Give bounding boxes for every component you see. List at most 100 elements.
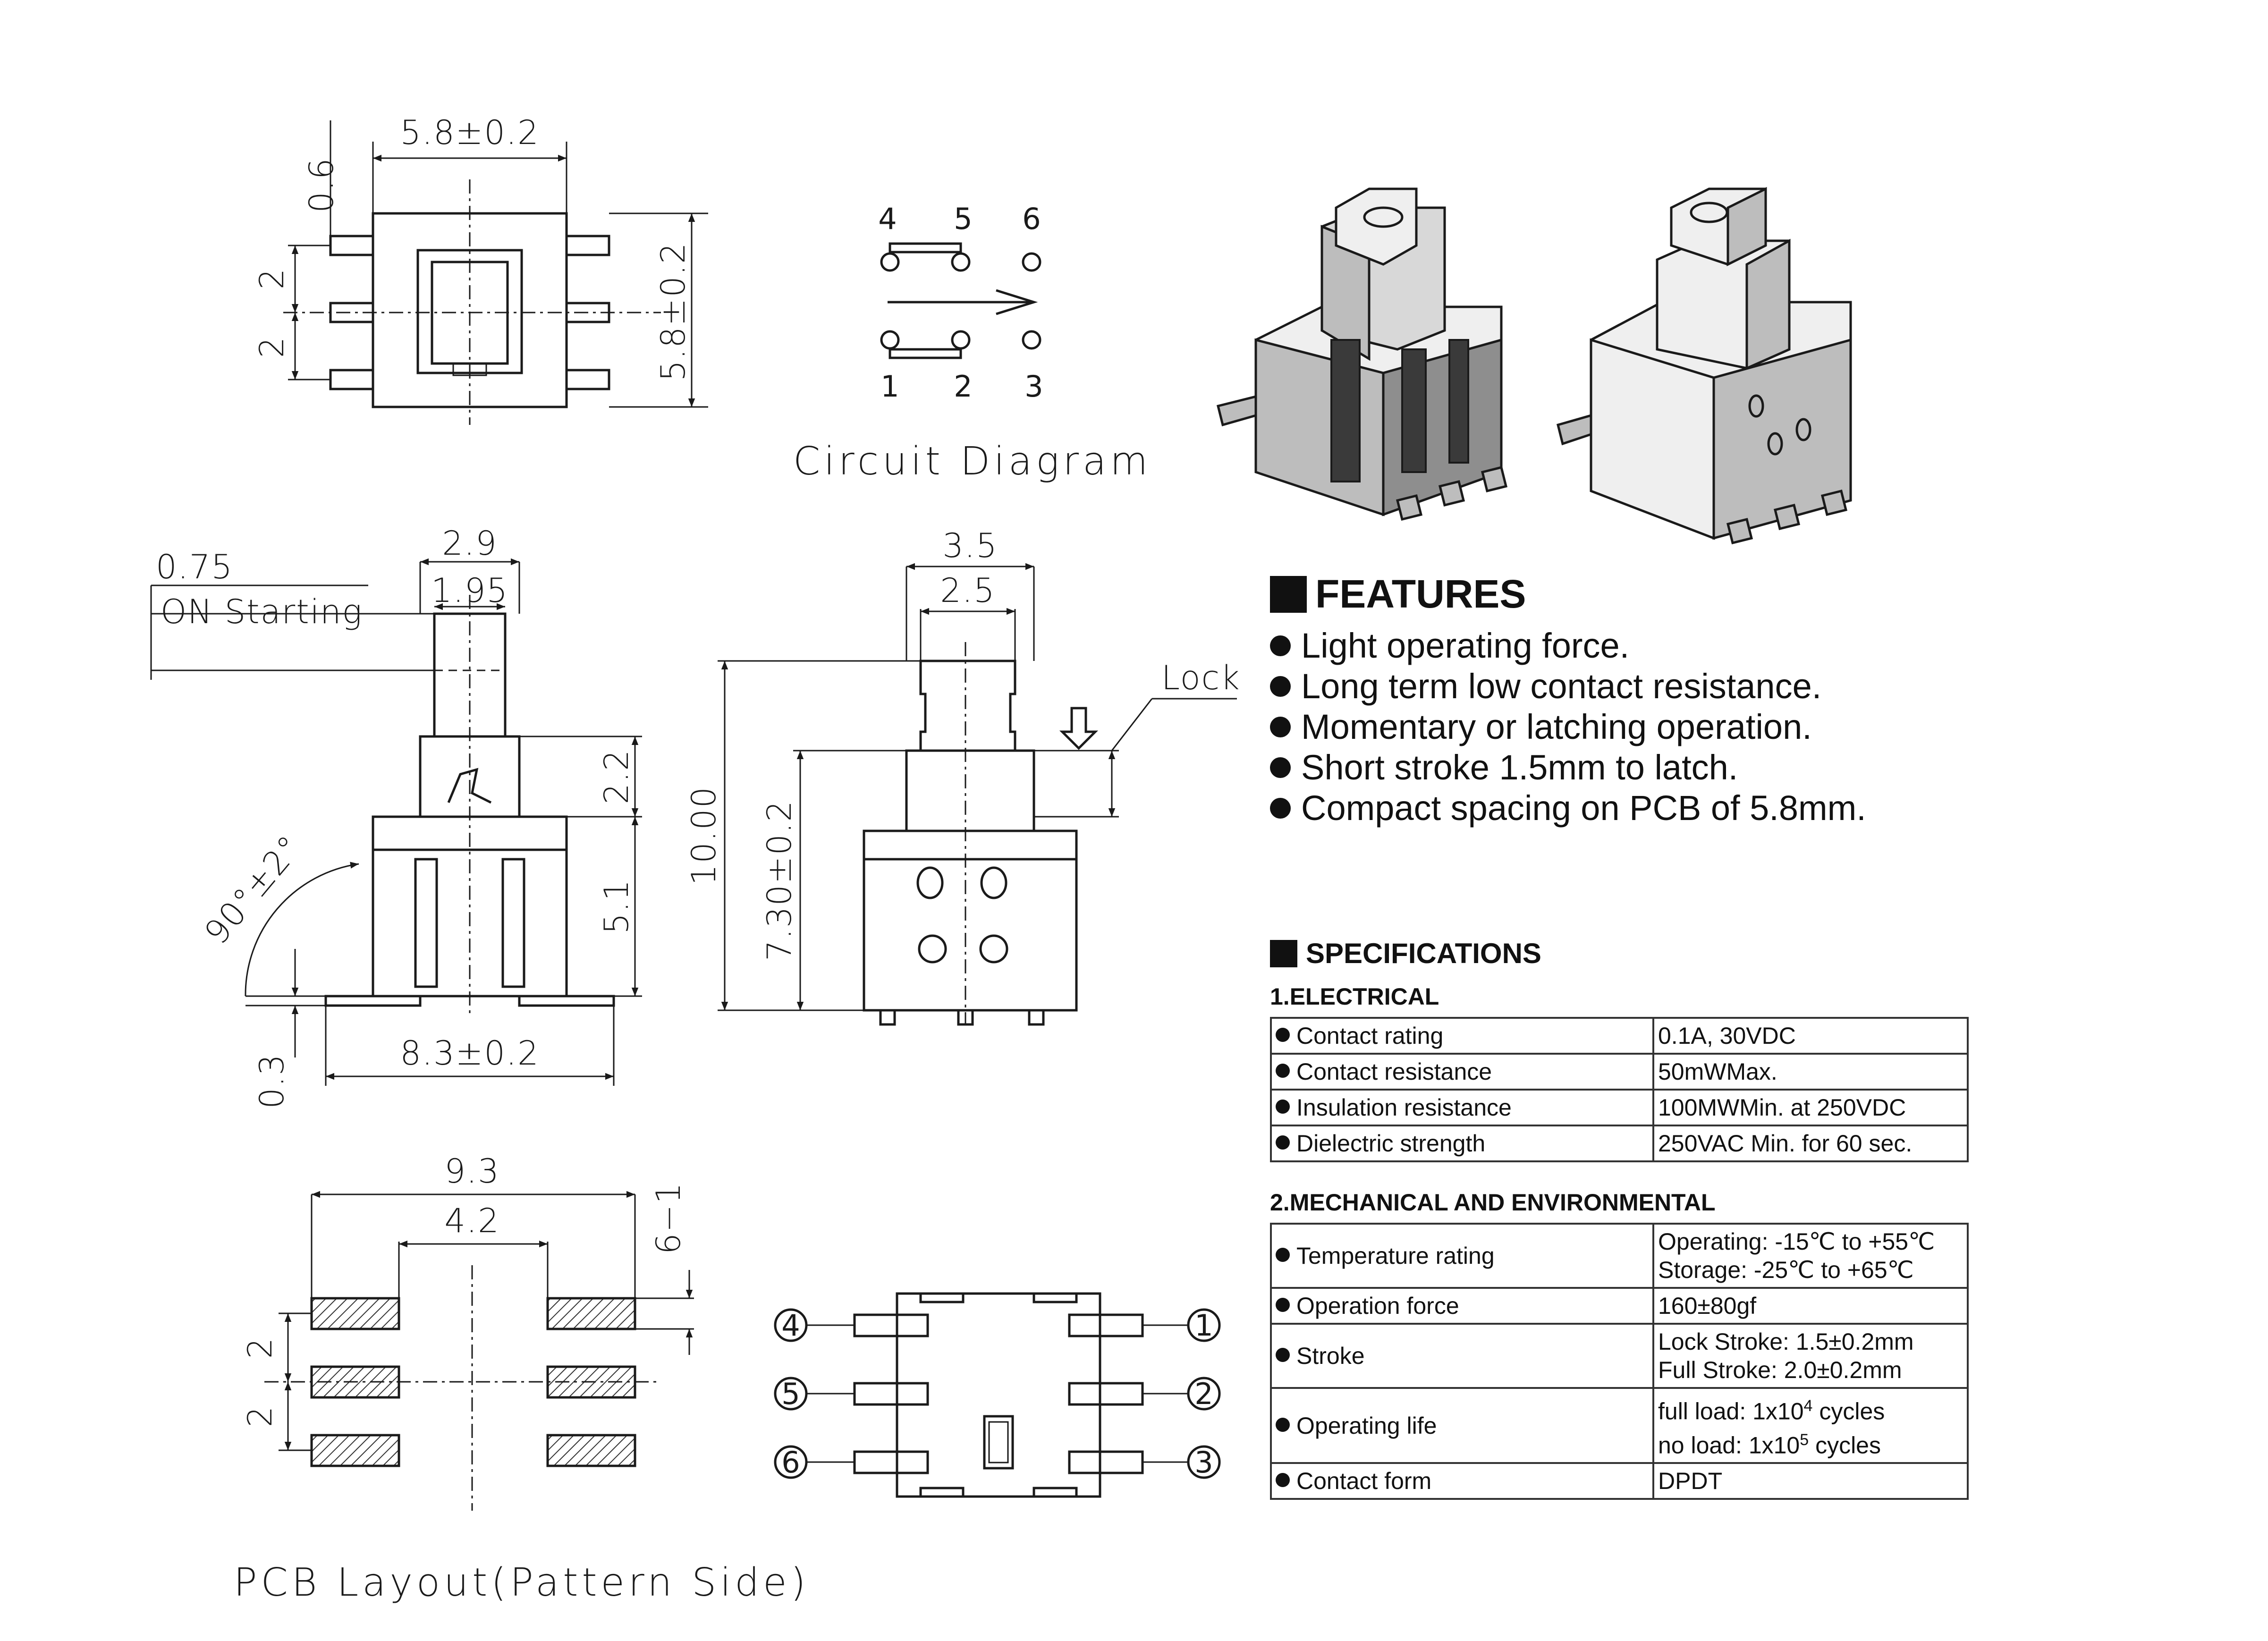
- spec-value: 50mWMax.: [1652, 1053, 1969, 1091]
- spec-key: Contact resistance: [1296, 1058, 1492, 1085]
- table-row: Contact form DPDT: [1270, 1462, 1969, 1500]
- bullet-icon: [1276, 1298, 1290, 1312]
- specifications-section: SPECIFICATIONS 1.ELECTRICAL Contact rati…: [1270, 937, 1969, 1526]
- side-view-dim-angle: 90°±2°: [197, 828, 310, 952]
- spec-value: 160±80gf: [1652, 1287, 1969, 1325]
- feature-item: Light operating force.: [1270, 626, 2214, 666]
- square-bullet-icon: [1270, 939, 1297, 967]
- table-row: Dielectric strength 250VAC Min. for 60 s…: [1270, 1125, 1969, 1162]
- pcb-layout-title: PCB Layout(Pattern Side): [234, 1560, 810, 1605]
- bottom-pin-6: 6: [781, 1445, 800, 1480]
- circuit-pin-5: 5: [954, 202, 972, 236]
- circuit-pin-3: 3: [1024, 369, 1043, 404]
- bullet-icon: [1276, 1417, 1290, 1432]
- table-row: Operation force 160±80gf: [1270, 1287, 1969, 1325]
- top-view-dim-pitch-2: 2: [253, 336, 291, 358]
- side-view-dim-width: 8.3±0.2: [400, 1034, 539, 1073]
- spec-key: Contact rating: [1296, 1023, 1444, 1049]
- table-row: Stroke Lock Stroke: 1.5±0.2mm Full Strok…: [1270, 1323, 1969, 1389]
- pcb-layout: 9.3 4.2 6−1 2 2 PCB Layout(Pattern Side): [234, 1152, 810, 1605]
- bottom-pin-4: 4: [781, 1308, 800, 1343]
- bullet-icon: [1276, 1135, 1290, 1150]
- specifications-heading: SPECIFICATIONS: [1270, 937, 1969, 970]
- features-title: FEATURES: [1315, 572, 1526, 616]
- spec-value: 100MWMin. at 250VDC: [1652, 1089, 1969, 1126]
- top-view-dim-0-6: 0.6: [302, 157, 341, 212]
- bottom-pin-2: 2: [1194, 1377, 1213, 1411]
- switch-render-cutaway: [1216, 187, 1508, 521]
- specifications-title: SPECIFICATIONS: [1306, 938, 1541, 969]
- table-row: Contact resistance 50mWMax.: [1270, 1053, 1969, 1091]
- front-view-dim-7-3: 7.30±0.2: [760, 800, 799, 961]
- top-view-dim-pitch-1: 2: [253, 268, 291, 290]
- spec-value: Storage: -25℃ to +65℃: [1658, 1257, 1914, 1283]
- spec-value: Full Stroke: 2.0±0.2mm: [1658, 1357, 1902, 1383]
- front-view-lock-label: Lock: [1161, 659, 1241, 697]
- circuit-pin-4: 4: [878, 202, 897, 236]
- bullet-icon: [1276, 1100, 1290, 1114]
- spec-key: Temperature rating: [1296, 1243, 1495, 1269]
- front-view-dim-3-5: 3.5: [942, 526, 998, 565]
- bullet-icon: [1276, 1028, 1290, 1042]
- table-row: Temperature rating Operating: -15℃ to +5…: [1270, 1223, 1969, 1289]
- front-view: 3.5 2.5 Lock 10.00 7.30±0.2: [685, 526, 1241, 1026]
- bullet-icon: [1276, 1064, 1290, 1078]
- features-heading: FEATURES: [1270, 571, 2214, 617]
- pcb-dim-4-2: 4.2: [444, 1201, 499, 1240]
- bullet-icon: [1276, 1348, 1290, 1362]
- top-view: 0.6 5.8±0.2 5.8±0.2 2 2: [253, 113, 708, 425]
- top-view-dim-height: 5.8±0.2: [654, 242, 693, 381]
- circuit-diagram: 4 5 6 1 2 3 Circuit Diagram: [793, 202, 1151, 484]
- side-view: 0.75 ON Starting 2.9 1.95 2.2 90°±2° 5.1…: [150, 524, 642, 1109]
- spec-value: Operating: -15℃ to +55℃: [1658, 1228, 1935, 1255]
- top-view-dim-width: 5.8±0.2: [400, 113, 539, 152]
- spec-value: full load: 1x104 cycles: [1658, 1397, 1885, 1425]
- side-view-on-starting: ON Starting: [161, 592, 363, 631]
- circuit-pin-6: 6: [1022, 202, 1041, 236]
- mechanical-table: Temperature rating Operating: -15℃ to +5…: [1270, 1223, 1969, 1500]
- front-view-dim-2-5: 2.5: [940, 571, 995, 610]
- bottom-view: 4 5 6 1 2 3: [774, 1292, 1221, 1498]
- circuit-pin-1: 1: [880, 369, 899, 404]
- bullet-icon: [1276, 1248, 1290, 1262]
- bottom-pin-5: 5: [781, 1377, 800, 1411]
- bullet-icon: [1276, 1473, 1290, 1488]
- side-view-dim-0-3: 0.3: [253, 1053, 291, 1108]
- pcb-dim-9-3: 9.3: [444, 1152, 499, 1191]
- feature-item: Compact spacing on PCB of 5.8mm.: [1270, 788, 2214, 829]
- spec-key: Operating life: [1296, 1412, 1437, 1439]
- electrical-table: Contact rating 0.1A, 30VDC Contact resis…: [1270, 1017, 1969, 1162]
- feature-item: Long term low contact resistance.: [1270, 666, 2214, 707]
- bottom-pin-3: 3: [1194, 1445, 1213, 1480]
- mechanical-title: 2.MECHANICAL AND ENVIRONMENTAL: [1270, 1189, 1716, 1216]
- bottom-pin-1: 1: [1194, 1308, 1213, 1343]
- side-view-dim-1-95: 1.95: [431, 571, 508, 610]
- side-view-dim-5-1: 5.1: [597, 879, 636, 934]
- pcb-dim-pitch-2: 2: [241, 1405, 279, 1428]
- spec-value: 0.1A, 30VDC: [1652, 1017, 1969, 1055]
- side-view-dim-0-75: 0.75: [156, 548, 233, 586]
- spec-value: 250VAC Min. for 60 sec.: [1652, 1125, 1969, 1162]
- spec-value: DPDT: [1652, 1462, 1969, 1500]
- bullet-icon: [1270, 676, 1291, 697]
- bullet-icon: [1270, 717, 1291, 737]
- features-list: Light operating force. Long term low con…: [1270, 626, 2214, 829]
- side-view-dim-2-9: 2.9: [442, 524, 497, 563]
- spec-key: Operation force: [1296, 1293, 1459, 1319]
- front-view-dim-10: 10.00: [685, 786, 723, 885]
- circuit-diagram-title: Circuit Diagram: [793, 439, 1151, 484]
- pcb-dim-pitch-1: 2: [241, 1337, 279, 1359]
- bullet-icon: [1270, 798, 1291, 819]
- feature-item: Short stroke 1.5mm to latch.: [1270, 747, 2214, 788]
- features-section: FEATURES Light operating force. Long ter…: [1270, 571, 2214, 829]
- spec-key: Contact form: [1296, 1468, 1432, 1495]
- spec-value: Lock Stroke: 1.5±0.2mm: [1658, 1328, 1914, 1355]
- electrical-title: 1.ELECTRICAL: [1270, 983, 1439, 1010]
- table-row: Contact rating 0.1A, 30VDC: [1270, 1017, 1969, 1055]
- pcb-dim-6-1: 6−1: [649, 1182, 688, 1254]
- circuit-pin-2: 2: [954, 369, 972, 404]
- spec-value: no load: 1x105 cycles: [1658, 1430, 1881, 1459]
- switch-render: [1556, 186, 1852, 545]
- bullet-icon: [1270, 635, 1291, 656]
